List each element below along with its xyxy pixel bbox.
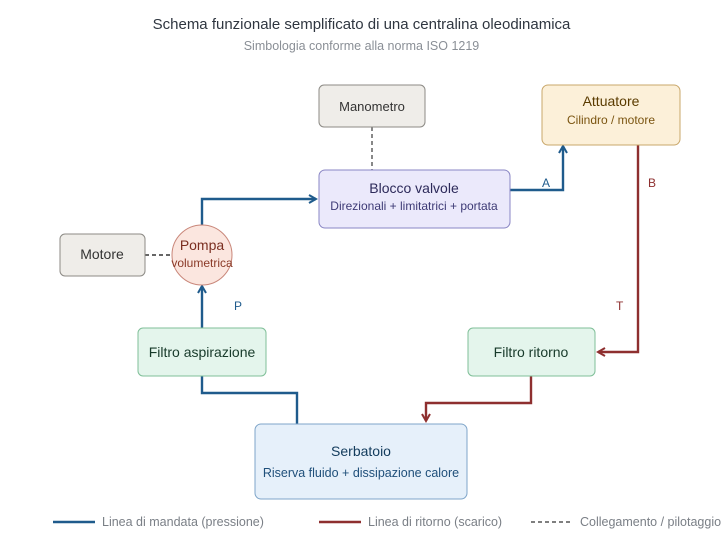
- legend-pilotaggio-label: Collegamento / pilotaggio: [580, 515, 721, 529]
- node-serbatoio-sub: Riserva fluido + dissipazione calore: [263, 466, 459, 480]
- node-pompa-sub: volumetrica: [171, 256, 233, 270]
- node-attuatore-title: Attuatore: [583, 93, 640, 109]
- diagram-title: Schema funzionale semplificato di una ce…: [152, 16, 571, 33]
- node-blocco-valvole-title: Blocco valvole: [369, 180, 459, 196]
- node-manometro-title: Manometro: [339, 99, 405, 114]
- node-attuatore: Attuatore Cilindro / motore: [541, 84, 681, 146]
- pressure-line-pompa-blocco: [200, 199, 316, 225]
- node-pompa: Pompa volumetrica: [171, 224, 233, 286]
- diagram-subtitle: Simbologia conforme alla norma ISO 1219: [243, 39, 480, 53]
- legend-mandata-label: Linea di mandata (pressione): [102, 515, 264, 529]
- return-line-attuatore-filtro: [598, 145, 640, 352]
- pressure-line-blocco-attuatore: [510, 146, 563, 192]
- node-filtro-ritorno: Filtro ritorno: [467, 327, 596, 377]
- return-line-filtro-serbatoio: [426, 376, 533, 421]
- node-attuatore-sub: Cilindro / motore: [567, 113, 655, 127]
- edge-label-p: P: [234, 299, 242, 313]
- legend: Linea di mandata (pressione) Linea di ri…: [53, 515, 721, 529]
- node-filtro-aspirazione-title: Filtro aspirazione: [149, 344, 256, 360]
- node-blocco-valvole-sub: Direzionali + limitatrici + portata: [330, 199, 498, 213]
- edge-label-a: A: [542, 176, 550, 190]
- edge-label-t: T: [616, 299, 624, 313]
- node-motore: Motore: [59, 233, 146, 277]
- node-serbatoio-title: Serbatoio: [331, 443, 391, 459]
- node-filtro-ritorno-title: Filtro ritorno: [494, 344, 569, 360]
- node-pompa-title: Pompa: [180, 237, 225, 253]
- edge-label-b: B: [648, 176, 656, 190]
- suction-line-serbatoio-filtro: [200, 376, 299, 424]
- node-serbatoio: Serbatoio Riserva fluido + dissipazione …: [254, 423, 468, 500]
- node-blocco-valvole: Blocco valvole Direzionali + limitatrici…: [318, 169, 511, 229]
- node-filtro-aspirazione: Filtro aspirazione: [137, 327, 267, 377]
- node-motore-title: Motore: [80, 246, 124, 262]
- legend-ritorno-label: Linea di ritorno (scarico): [368, 515, 502, 529]
- node-manometro: Manometro: [318, 84, 426, 128]
